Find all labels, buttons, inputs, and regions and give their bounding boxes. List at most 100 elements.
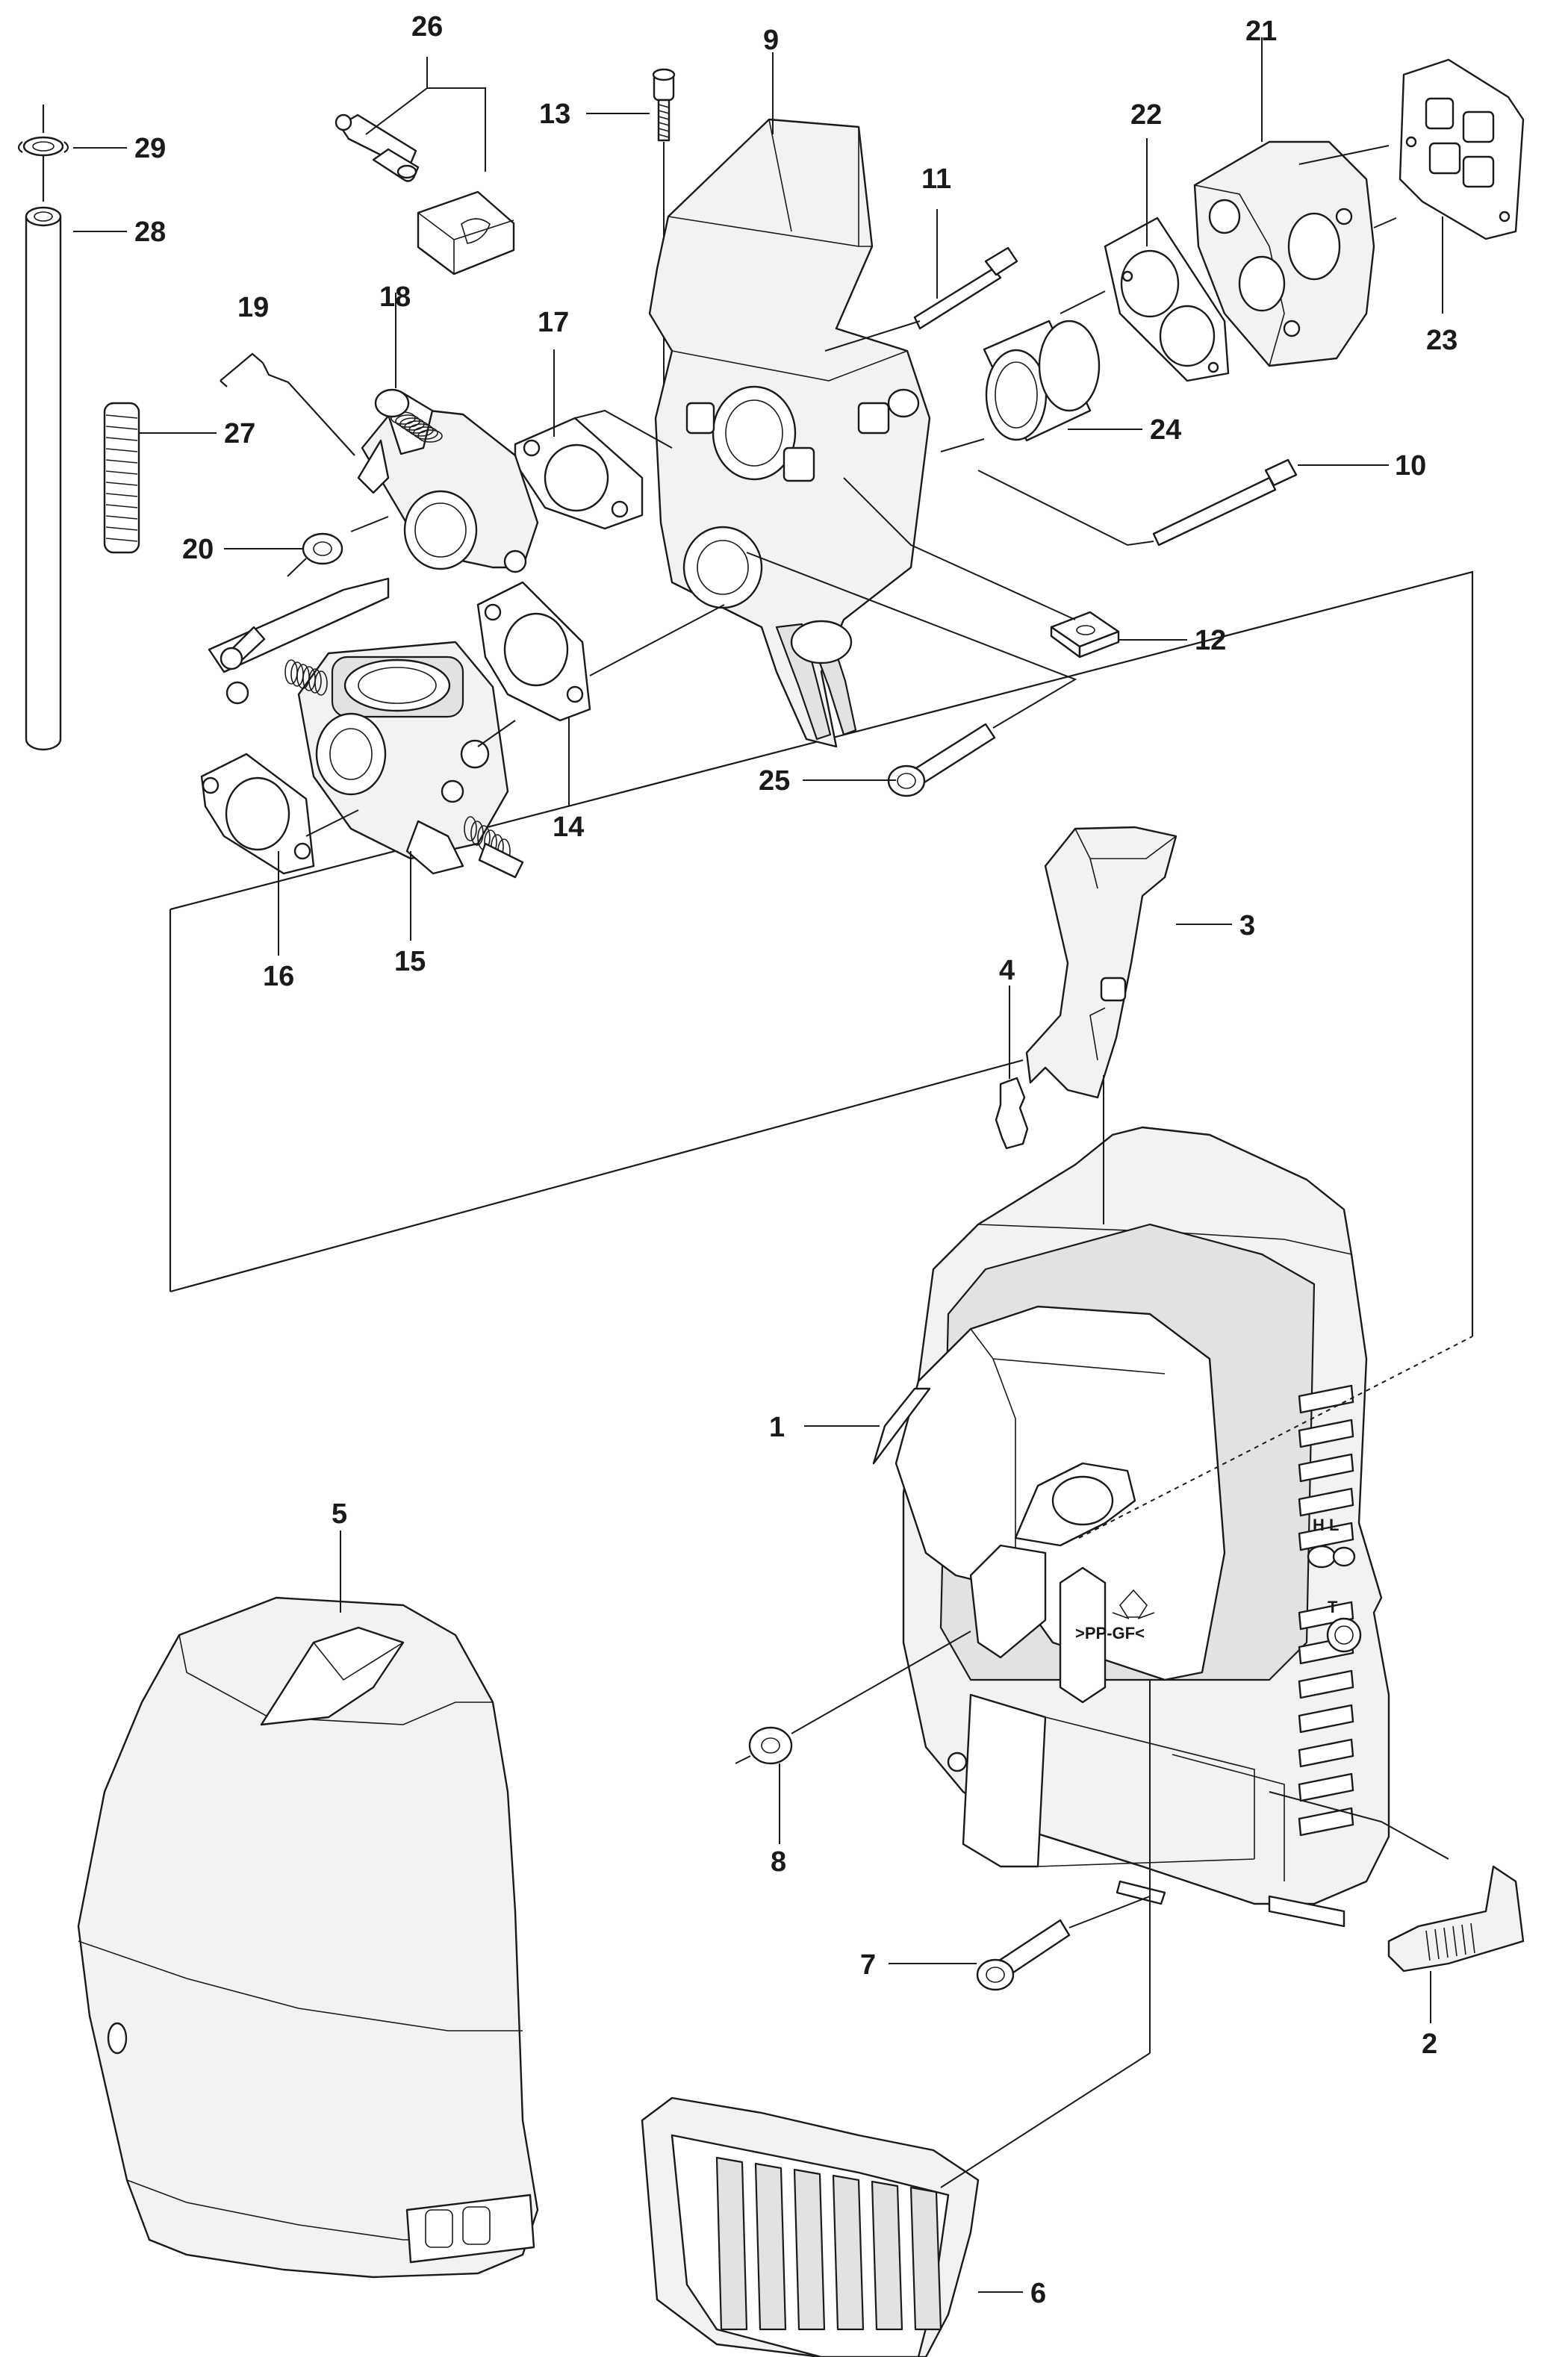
label-26: 26	[411, 11, 443, 43]
filter-pleat	[715, 2156, 748, 2331]
label-17: 17	[538, 307, 569, 338]
part-9-carburetor-bracket	[648, 118, 931, 748]
housing-vent	[1298, 1772, 1354, 1802]
screw-thread	[658, 128, 670, 132]
housing-vent	[1298, 1704, 1354, 1734]
part-7-screw	[976, 1896, 1151, 1991]
label-29: 29	[134, 133, 166, 164]
sleeve-rib	[105, 526, 138, 531]
label-16: 16	[263, 961, 294, 992]
housing-vent	[1298, 1669, 1354, 1699]
filter-pleat	[832, 2174, 865, 2331]
spring-coil	[314, 670, 328, 696]
label-10: 10	[1395, 450, 1426, 482]
sleeve-rib	[105, 515, 138, 520]
label-20: 20	[182, 534, 214, 565]
housing-vent	[1298, 1453, 1354, 1483]
housing-vent	[1298, 1487, 1354, 1517]
grouping-frame-bottom	[169, 1059, 1024, 1293]
label-leaders	[73, 37, 1443, 2023]
screw-thread	[658, 110, 670, 114]
screw-thread	[658, 104, 670, 108]
part-26-valve-and-holder	[335, 113, 515, 275]
spring-coil	[470, 821, 484, 846]
label-2: 2	[1422, 2028, 1437, 2060]
part-3-deflector	[1025, 826, 1177, 1099]
part-17-gasket	[514, 409, 673, 530]
label-13: 13	[539, 99, 570, 130]
label-7: 7	[860, 1949, 876, 1981]
label-25: 25	[759, 765, 790, 797]
spring-coil	[417, 429, 443, 443]
latch-grip-ridge	[1470, 1922, 1475, 1954]
filter-pleat	[793, 2168, 826, 2331]
sleeve-rib	[105, 426, 138, 430]
housing-vent	[1298, 1738, 1354, 1768]
label-28: 28	[134, 217, 166, 248]
sleeve-rib	[105, 459, 138, 464]
mode-marks: H L	[1313, 1516, 1339, 1534]
part-24-spacer-sleeve	[940, 320, 1101, 452]
part-14-gasket	[476, 581, 725, 747]
housing-vent	[1298, 1419, 1354, 1448]
part-29-hose-clamp	[17, 105, 69, 202]
filter-pleat	[754, 2162, 787, 2331]
part-11-bolt	[824, 246, 1018, 352]
label-24: 24	[1150, 414, 1181, 446]
material-mark: >PP-GF<	[1075, 1624, 1145, 1643]
part-number-labels: 29 28 27 26 13 9 11 22 21 23 24 10 12 25…	[134, 11, 1457, 2309]
sleeve-rib	[105, 437, 138, 441]
part-1-air-filter-housing: H L T >PP-GF<	[872, 1075, 1473, 1928]
sleeve-rib	[105, 482, 138, 486]
label-15: 15	[394, 946, 426, 977]
housing-vent	[1298, 1601, 1354, 1631]
part-20-nut	[287, 516, 389, 577]
sleeve-rib	[105, 538, 138, 542]
label-9: 9	[763, 25, 779, 56]
latch-grip-ridge	[1461, 1924, 1466, 1955]
screw-thread	[658, 116, 670, 120]
part-5-filter-cover	[77, 1596, 539, 2279]
label-5: 5	[332, 1498, 347, 1530]
filter-pleat	[871, 2180, 903, 2331]
grouping-frame	[169, 570, 1474, 1336]
label-14: 14	[553, 812, 584, 843]
label-19: 19	[237, 292, 269, 323]
sleeve-rib	[105, 414, 138, 419]
housing-vent	[1298, 1384, 1354, 1414]
part-23-gasket	[1399, 58, 1525, 240]
part-21-intake-flange	[1193, 140, 1397, 367]
part-10-long-bolt	[977, 458, 1298, 547]
spring-coil	[464, 816, 477, 841]
choke-mark: T	[1328, 1598, 1338, 1616]
part-6-air-filter	[641, 1680, 1151, 2357]
label-6: 6	[1030, 2278, 1046, 2309]
latch-grip-ridge	[1434, 1928, 1440, 1960]
screw-thread	[658, 134, 670, 138]
sleeve-rib	[105, 448, 138, 452]
part-15-carburetor	[208, 577, 524, 879]
latch-grip-ridge	[1452, 1925, 1457, 1957]
filter-pleat	[909, 2186, 942, 2331]
part-25-screw	[746, 552, 1077, 797]
label-11: 11	[921, 164, 951, 195]
label-22: 22	[1130, 99, 1162, 131]
part-28-fuel-hose	[25, 206, 62, 751]
label-4: 4	[999, 955, 1015, 986]
label-12: 12	[1195, 625, 1226, 656]
part-27-ribbed-sleeve	[103, 402, 140, 554]
sleeve-rib	[105, 470, 138, 475]
latch-grip-ridge	[1443, 1927, 1449, 1958]
sleeve-rib	[105, 504, 138, 508]
label-23: 23	[1426, 325, 1457, 356]
spring-coil	[413, 426, 438, 440]
housing-vent	[1298, 1522, 1354, 1551]
label-8: 8	[771, 1846, 786, 1878]
sleeve-rib	[105, 493, 138, 497]
label-3: 3	[1239, 910, 1255, 941]
label-21: 21	[1245, 16, 1277, 47]
label-18: 18	[379, 281, 411, 313]
label-1: 1	[769, 1412, 785, 1443]
spring-coil	[308, 668, 322, 694]
